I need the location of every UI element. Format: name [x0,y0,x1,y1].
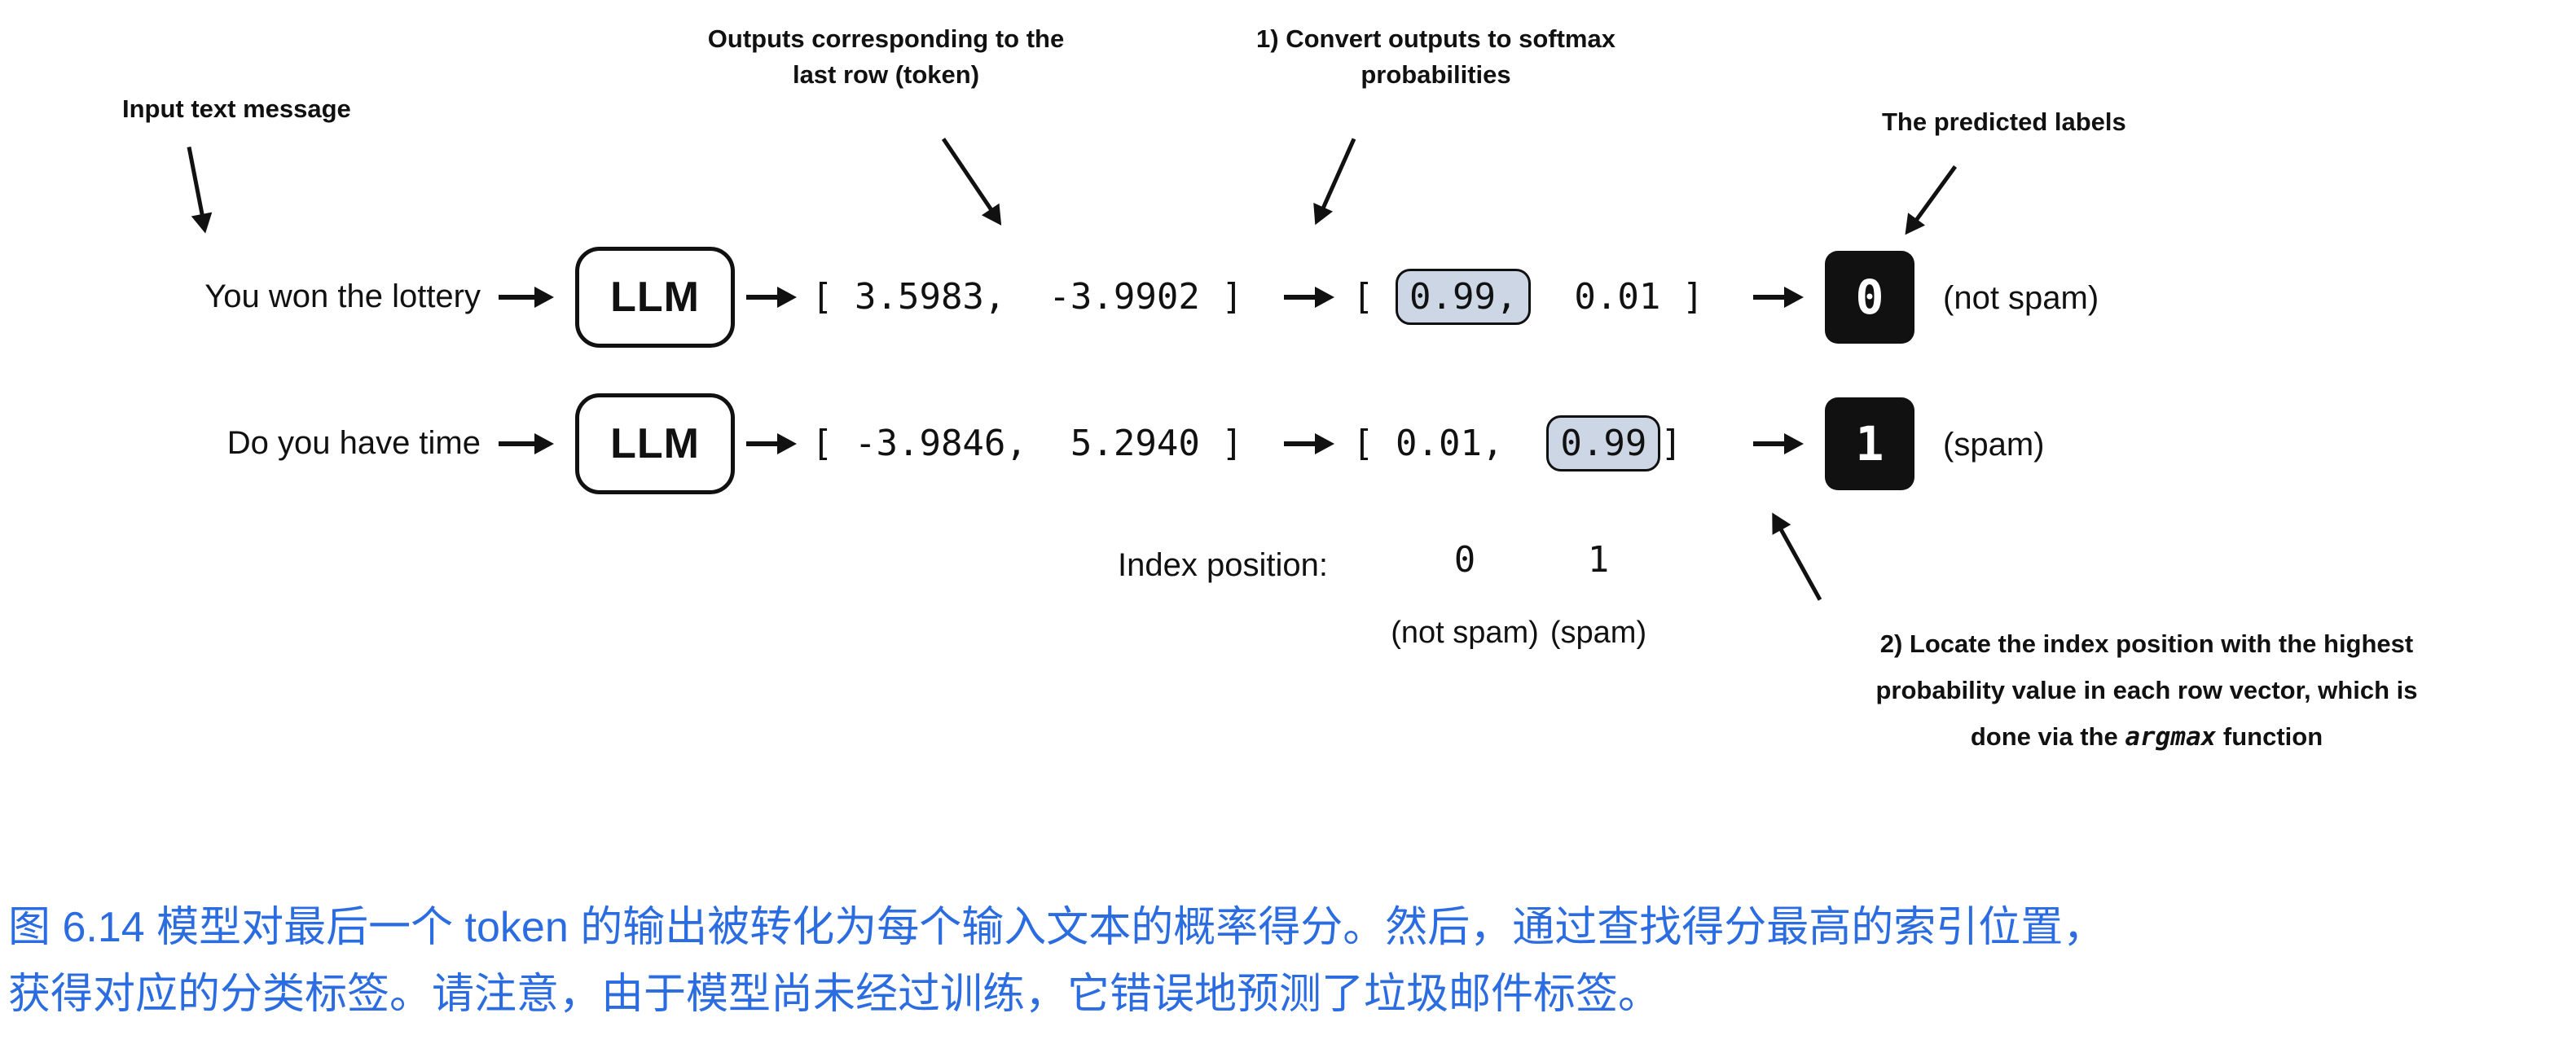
annotation-arrow-predicted [1912,165,1958,225]
index-1-name: (spam) [1550,616,1647,650]
flow-arrow [499,441,539,446]
annotation-argmax: 2) Locate the index position with the hi… [1780,621,2513,761]
prob-open-bracket: [ [1352,276,1396,318]
index-0: 0 [1453,539,1476,581]
prob-rest: 0.01 ] [1531,276,1704,318]
logits-vector-row1: [ 3.5983, -3.9902 ] [811,276,1243,318]
annotation-argmax-line2: probability value in each row vector, wh… [1875,676,2418,704]
llm-box-row2: LLM [575,393,735,494]
probs-vector-row2: [ 0.01, 0.99 ] [1352,415,1682,471]
predicted-label-text-row1: (not spam) [1943,280,2099,316]
figure-caption-line1: 图 6.14 模型对最后一个 token 的输出被转化为每个输入文本的概率得分。… [8,904,2106,951]
flow-arrow [1284,441,1320,446]
flow-arrow [1753,441,1789,446]
index-1: 1 [1587,539,1610,581]
flow-arrow [746,295,782,300]
probs-vector-row1: [ 0.99, 0.01 ] [1352,269,1703,325]
input-text-row2: Do you have time [226,425,481,461]
predicted-label-text-row2: (spam) [1943,427,2045,463]
prob-rest: ] [1660,423,1682,464]
flow-arrow [746,441,782,446]
index-0-name: (not spam) [1391,616,1539,650]
input-text-row1: You won the lottery [204,279,481,314]
index-position-label: Index position: [1118,547,1328,583]
prob-highlight-row2: 0.99 [1546,415,1661,471]
flow-arrow [499,295,539,300]
annotation-arrow-argmax [1777,524,1822,601]
annotation-argmax-line3: done via the argmax function [1780,713,2513,761]
annotation-softmax-line1: 1) Convert outputs to softmax [1256,24,1615,53]
annotation-argmax-line1: 2) Locate the index position with the hi… [1879,629,2414,658]
predicted-label-box-row2: 1 [1825,397,1914,490]
annotation-outputs-line2: last row (token) [792,60,980,89]
annotation-arrow-softmax [1319,138,1356,213]
annotation-arrow-input [187,147,205,220]
llm-box-row1: LLM [575,247,735,348]
annotation-outputs-line1: Outputs corresponding to the [707,24,1065,53]
annotation-argmax-line3-post: function [2216,722,2323,751]
flow-arrow [1284,295,1320,300]
argmax-code: argmax [2125,722,2217,752]
prob-highlight-row1: 0.99, [1395,269,1532,325]
annotation-softmax-line2: probabilities [1361,60,1511,89]
annotation-predicted-labels: The predicted labels [1882,107,2126,136]
annotation-softmax: 1) Convert outputs to softmax probabilit… [1210,21,1662,93]
annotation-argmax-line3-pre: done via the [1970,722,2125,751]
annotation-arrow-outputs [941,138,996,215]
logits-vector-row2: [ -3.9846, 5.2940 ] [811,423,1243,464]
annotation-outputs: Outputs corresponding to the last row (t… [664,21,1108,93]
predicted-label-box-row1: 0 [1825,251,1914,344]
annotation-input-text: Input text message [122,94,351,123]
flow-arrow [1753,295,1789,300]
prob-open-bracket: [ 0.01, [1352,423,1547,464]
figure-caption-line2: 获得对应的分类标签。请注意，由于模型尚未经过训练，它错误地预测了垃圾邮件标签。 [8,971,1661,1018]
